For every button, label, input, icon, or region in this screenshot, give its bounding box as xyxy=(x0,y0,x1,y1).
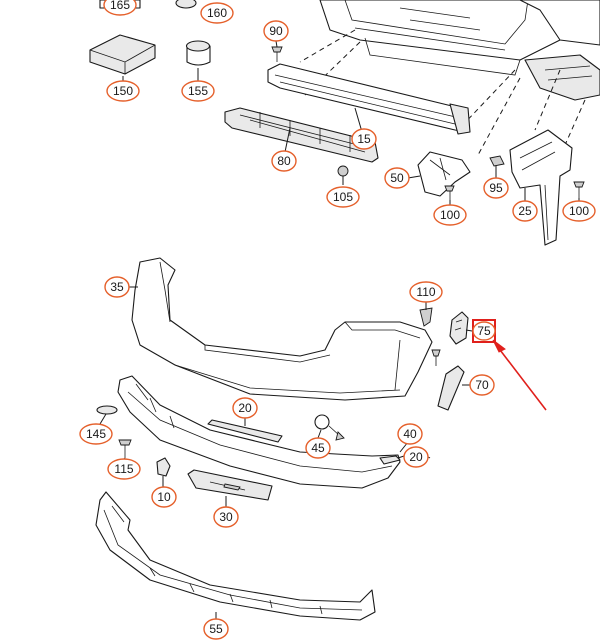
svg-text:95: 95 xyxy=(489,181,503,195)
part-15-reinforcement xyxy=(267,63,471,135)
callout-70: 70 xyxy=(469,374,495,396)
part-20-strip-right xyxy=(379,455,401,465)
part-155-plug xyxy=(185,40,211,66)
svg-text:20: 20 xyxy=(238,401,252,415)
part-105-nut xyxy=(337,165,349,177)
callout-145: 145 xyxy=(79,423,113,445)
svg-text:35: 35 xyxy=(110,280,124,294)
callout-100-left: 100 xyxy=(433,204,467,226)
svg-text:10: 10 xyxy=(157,490,171,504)
svg-text:105: 105 xyxy=(333,190,353,204)
callout-80: 80 xyxy=(271,150,297,172)
callout-90: 90 xyxy=(263,20,289,42)
part-screw-small xyxy=(431,349,441,366)
part-40-lower-trim xyxy=(117,375,401,489)
callout-55: 55 xyxy=(203,618,229,640)
part-75-guide xyxy=(449,311,469,345)
svg-text:115: 115 xyxy=(114,462,133,476)
callout-100-right: 100 xyxy=(562,200,596,222)
svg-text:40: 40 xyxy=(403,427,417,441)
callout-15: 15 xyxy=(351,128,377,150)
part-160-cap xyxy=(175,0,197,9)
svg-text:20: 20 xyxy=(409,450,423,464)
part-50-bracket xyxy=(417,151,471,197)
svg-text:110: 110 xyxy=(416,285,435,299)
svg-text:15: 15 xyxy=(357,132,371,146)
callout-25: 25 xyxy=(512,200,538,222)
svg-text:100: 100 xyxy=(569,204,589,218)
part-150-pad xyxy=(89,34,156,75)
svg-text:70: 70 xyxy=(475,378,489,392)
callout-165: 165 xyxy=(103,0,137,16)
part-100-screw-right xyxy=(573,181,585,198)
callout-10: 10 xyxy=(151,486,177,508)
svg-text:50: 50 xyxy=(390,171,404,185)
svg-text:30: 30 xyxy=(219,510,233,524)
part-10-clip xyxy=(156,457,171,477)
part-35-bumper-cover xyxy=(131,257,433,401)
svg-text:150: 150 xyxy=(113,84,133,98)
part-30-plate xyxy=(187,469,273,501)
svg-text:80: 80 xyxy=(277,154,291,168)
part-110-screw xyxy=(419,307,433,327)
callout-115: 115 xyxy=(107,458,141,480)
vehicle-rear-body xyxy=(319,0,600,101)
callout-150: 150 xyxy=(106,80,140,102)
part-90-screw xyxy=(271,46,283,62)
callout-40: 40 xyxy=(397,423,423,445)
callout-30: 30 xyxy=(213,506,239,528)
part-95-clip xyxy=(489,155,505,167)
callout-105: 105 xyxy=(326,186,360,208)
part-145-plug xyxy=(96,405,118,415)
svg-text:100: 100 xyxy=(440,208,460,222)
callout-45: 45 xyxy=(305,437,331,459)
callout-110: 110 xyxy=(409,281,443,303)
part-45-cap xyxy=(314,414,345,441)
part-25-bracket xyxy=(509,129,573,246)
svg-text:155: 155 xyxy=(188,84,208,98)
svg-text:75: 75 xyxy=(477,324,491,338)
callout-95: 95 xyxy=(483,177,509,199)
svg-text:90: 90 xyxy=(269,24,283,38)
part-55-diffuser xyxy=(95,491,376,621)
callout-50: 50 xyxy=(384,167,410,189)
part-100-screw-left xyxy=(444,185,455,200)
svg-text:25: 25 xyxy=(518,204,532,218)
callout-75: 75 xyxy=(472,321,496,341)
svg-text:160: 160 xyxy=(207,6,227,20)
svg-text:145: 145 xyxy=(86,427,106,441)
part-70-trim xyxy=(437,365,465,411)
svg-text:45: 45 xyxy=(311,441,325,455)
part-20-strip-center xyxy=(207,419,283,443)
svg-text:165: 165 xyxy=(110,0,130,12)
callout-155: 155 xyxy=(181,80,215,102)
callout-35: 35 xyxy=(104,276,130,298)
callout-20-right: 20 xyxy=(403,446,429,468)
callout-20-center: 20 xyxy=(232,397,258,419)
part-115-screw xyxy=(118,439,132,458)
svg-text:55: 55 xyxy=(209,622,223,636)
callout-160: 160 xyxy=(200,2,234,24)
